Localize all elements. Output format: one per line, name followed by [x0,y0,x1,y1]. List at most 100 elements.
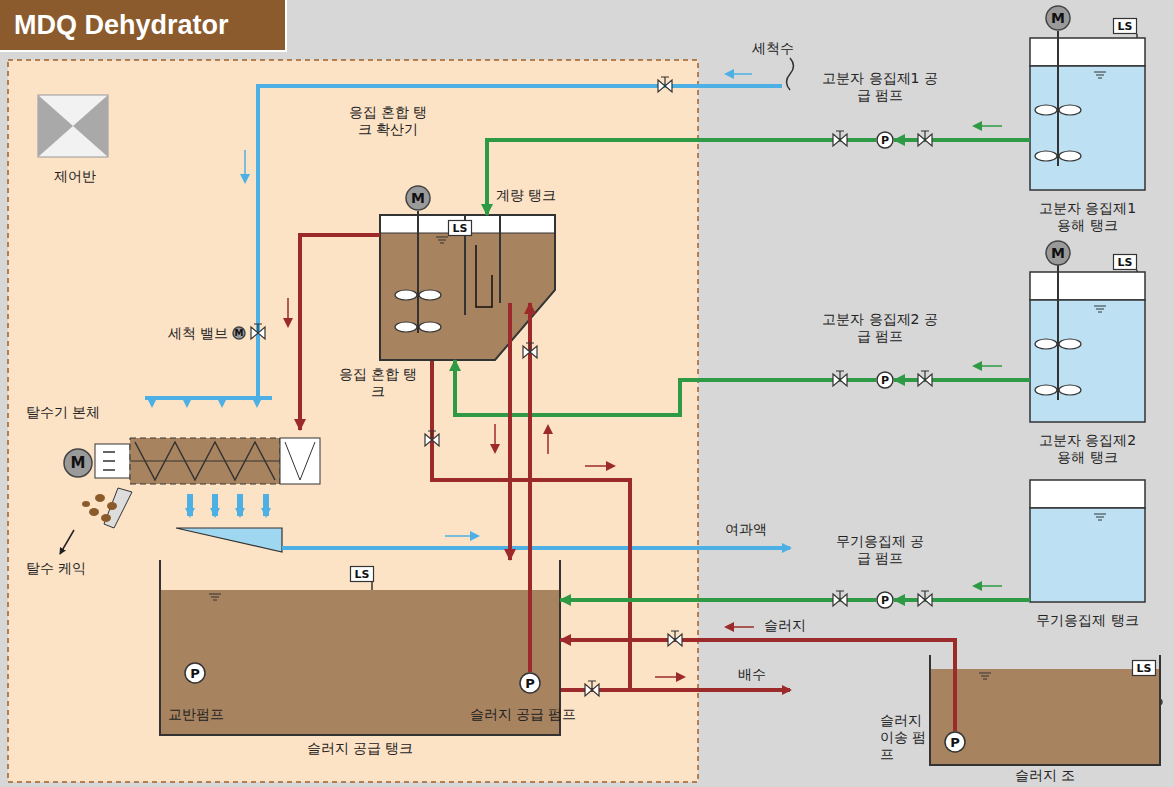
label-holder: 교반펌프 [168,706,248,723]
svg-circle [877,372,893,388]
svg-line [585,465,614,467]
svg-ellipse [1035,151,1057,161]
dehydrator-body: 탈수기 본체 [95,430,320,492]
node-label: 탈수기 본체 [26,404,136,421]
inorganic-tank: 무기응집제 탱크 [1030,480,1145,602]
symbol-letter: M [1051,246,1065,260]
symbol-letter: P [525,677,535,690]
pipe-connector [894,138,1030,142]
svg-ellipse [419,322,441,332]
svg-line [60,530,74,554]
svg-rect [8,60,698,782]
flow-label: 배수 [738,666,766,683]
svg-ellipse [419,290,441,300]
node-label: 응집 혼합 탱크 확산기 [345,104,431,138]
svg-polygon [218,400,226,408]
level-switch: LS [448,220,472,236]
metering-tank-shape [500,215,555,303]
svg-polyline [135,442,275,480]
stir-pump: 교반펌프P [184,662,206,684]
svg-ellipse [1035,385,1057,395]
svg-line [974,585,1002,587]
svg-circle [877,132,893,148]
svg-line [494,424,496,452]
pipe-connector [560,598,876,602]
svg-ellipse [1059,339,1081,349]
svg-path [930,655,1160,765]
svg-ellipse [101,514,111,522]
feed-pump: 슬러지 공급 펌프P [519,672,541,694]
node-label: 계량 탱크 [496,187,586,204]
label-holder: 응집 혼합 탱크 [338,366,418,400]
svg-path [285,442,315,480]
svg-circle [1046,241,1070,265]
svg-line [1057,265,1059,400]
symbol-letter: M [235,329,244,338]
svg-ellipse [1059,151,1081,161]
inorganic-tank-shape [1030,480,1145,602]
svg-use [251,324,265,339]
svg-polygon [253,400,261,408]
pipe-connector [528,303,532,672]
svg-circle [64,449,92,477]
node-label: 슬러지 공급 펌프 [458,706,588,723]
svg-line [1057,31,1059,166]
svg-path [1094,306,1106,312]
svg-ellipse [95,494,105,502]
svg-use [425,431,439,446]
svg-use [918,371,932,386]
svg-rect [1030,480,1145,508]
svg-line [974,365,1002,367]
svg-ellipse [107,502,117,510]
svg-ellipse [395,290,417,300]
svg-circle [945,732,965,752]
svg-polyline [258,86,782,398]
level-switch: LS [1113,254,1137,270]
dosing-pump: 고분자 응집제2 공급 펌프P [876,371,894,389]
svg-rect [130,438,280,484]
dosing-pump: 고분자 응집제1 공급 펌프P [876,131,894,149]
svg-use [658,77,672,92]
node-label: 제어반 [30,168,120,185]
sludge-feed-tank: 슬러지 공급 탱크슬러지 공급 펌프P교반펌프PLS [160,560,560,735]
control-panel: 제어반 [30,92,120,192]
svg-line [145,396,272,400]
node-label: 슬러지 조 [995,767,1095,784]
node-label: 슬러지 이송 펌프 [880,712,928,763]
flow-label: 탈수 케익 [26,560,86,577]
label-holder: 슬러지 공급 펌프 [458,706,588,723]
svg-polygon [148,400,156,408]
label-holder: 무기응집제 탱크 [1010,612,1165,629]
svg-g [82,494,117,522]
svg-line [263,494,269,516]
svg-use [668,631,682,646]
svg-line [445,535,478,537]
label-holder: 슬러지 공급 탱크 [280,740,440,757]
svg-circle [406,186,430,210]
svg-circle [877,592,893,608]
svg-use [585,681,599,696]
svg-polygon [104,488,132,528]
svg-g [974,126,1002,586]
svg-polygon [380,215,555,360]
svg-line [655,676,684,678]
pipe-connector [300,235,380,430]
svg-rect [1030,66,1145,190]
svg-path [436,237,448,243]
level-switch: LS [1113,18,1137,34]
sludge-pit-shape [930,655,1160,765]
symbol-letter: P [881,595,889,606]
label-holder: 슬러지 [764,617,806,634]
pipe-connector [487,140,876,215]
svg-rect [930,669,1160,765]
polymer-tank-shape [1030,272,1145,422]
pipe-connector [455,360,876,415]
valve-actuator: 세척 밸브M [232,326,246,340]
svg-line [547,426,549,454]
svg-path [787,58,794,90]
node-label: 교반펌프 [168,706,248,723]
label-holder: 계량 탱크 [496,187,586,204]
svg-use [833,131,847,146]
pipe-connector [560,640,955,731]
